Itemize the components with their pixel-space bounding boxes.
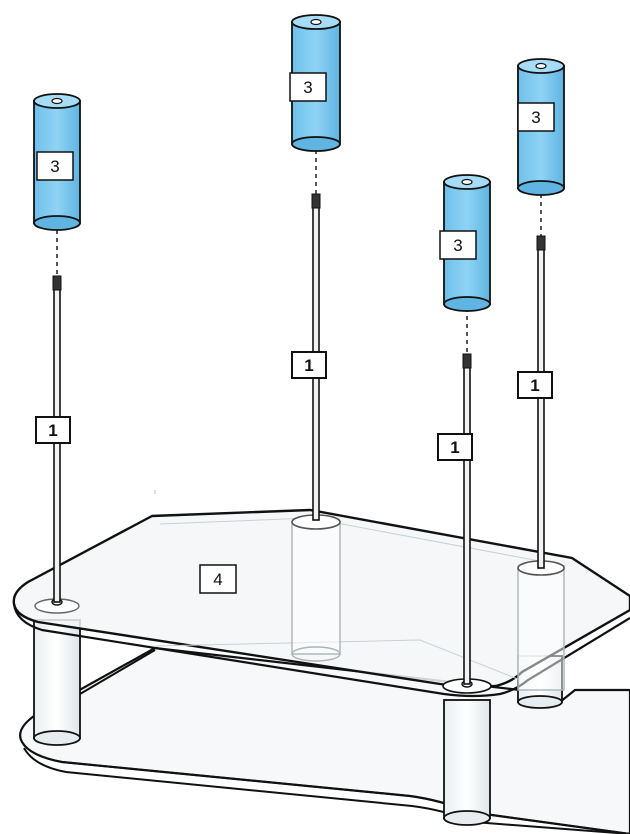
callout-4-shelf: 4 (199, 564, 237, 594)
callout-1-back-right: 1 (517, 371, 553, 399)
callout-3-left-text: 3 (50, 157, 59, 176)
post-front-left (33, 619, 81, 746)
callout-1-center-text: 1 (304, 356, 313, 375)
callout-4-shelf-text: 4 (213, 570, 222, 589)
post-front-center (443, 699, 491, 826)
callout-3-front-right-text: 3 (453, 236, 462, 255)
callout-1-left-text: 1 (48, 421, 57, 440)
callout-3-center-text: 3 (303, 78, 312, 97)
callout-1-left: 1 (35, 416, 71, 444)
rod-back-right (536, 235, 546, 569)
callout-1-front-right-text: 1 (450, 438, 459, 457)
rod-front-right (462, 353, 472, 685)
callout-3-left: 3 (36, 151, 74, 181)
ghost-post-back-center (291, 514, 341, 662)
ghost-post-back-right (517, 560, 565, 691)
callout-1-front-right: 1 (437, 433, 473, 461)
callout-1-center: 1 (291, 351, 327, 379)
callout-1-back-right-text: 1 (530, 376, 539, 395)
callout-3-front-right: 3 (439, 230, 477, 260)
callout-3-back-right: 3 (517, 102, 555, 132)
callout-3-back-right-text: 3 (531, 108, 540, 127)
callout-3-center: 3 (289, 72, 327, 102)
alignment-lines (56, 150, 542, 354)
